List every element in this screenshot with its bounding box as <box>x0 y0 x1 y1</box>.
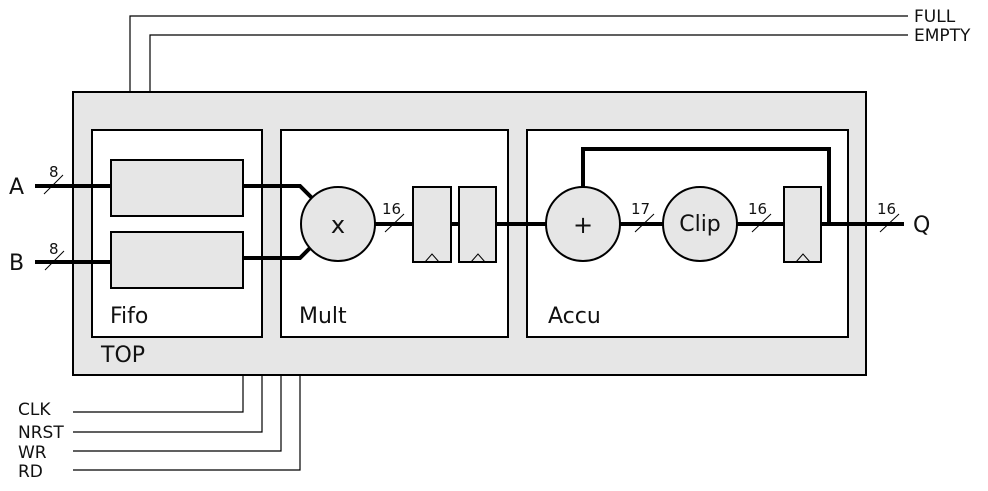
input-b: B 8 <box>9 240 111 276</box>
top-label: TOP <box>100 343 145 368</box>
multiply-symbol: x <box>331 211 345 239</box>
accu-label: Accu <box>548 304 601 329</box>
input-a-label: A <box>9 175 24 200</box>
fifo-buffer-b <box>110 231 244 289</box>
pipeline-register-2 <box>458 186 497 263</box>
bus-width-slash <box>751 213 772 233</box>
empty-label: EMPTY <box>914 26 971 46</box>
full-label: FULL <box>914 7 956 27</box>
input-a: A 8 <box>9 163 111 200</box>
input-b-width: 8 <box>49 240 59 258</box>
clk-wire <box>73 375 244 413</box>
fifo-b-to-mult-bus <box>243 244 314 260</box>
rd-wire <box>73 375 301 471</box>
fifo-a-to-mult-bus <box>243 184 314 200</box>
output-q-width: 16 <box>877 200 896 218</box>
fifo-label: Fifo <box>110 304 148 329</box>
bus-width-slash <box>43 174 64 195</box>
output-register <box>783 186 822 263</box>
rd-label: RD <box>18 462 43 482</box>
input-a-width: 8 <box>49 163 59 181</box>
bus-width-slash <box>879 213 900 233</box>
input-b-label: B <box>9 251 24 276</box>
clip-symbol: Clip <box>679 212 721 237</box>
clock-edge-icon <box>424 253 440 263</box>
clk-label: CLK <box>18 400 51 420</box>
wr-wire <box>73 375 282 452</box>
fifo-buffer-a <box>110 159 244 217</box>
clock-edge-icon <box>470 253 486 263</box>
clock-edge-icon <box>795 253 811 263</box>
clip-out-width: 16 <box>748 200 767 218</box>
bus-width-slash <box>634 213 655 233</box>
mult-out-width: 16 <box>382 200 401 218</box>
wr-label: WR <box>18 443 47 463</box>
add-symbol: + <box>573 211 593 239</box>
bus-width-slash <box>44 250 65 271</box>
pipeline-register-1 <box>412 186 452 263</box>
accumulator-feedback-bus <box>581 147 831 224</box>
add-out-width: 17 <box>631 200 650 218</box>
bus-width-slash <box>384 213 405 233</box>
output-q-label: Q <box>913 213 930 238</box>
mult-label: Mult <box>299 304 347 329</box>
nrst-label: NRST <box>18 423 64 443</box>
control-wires: CLK NRST WR RD <box>18 375 301 482</box>
nrst-wire <box>73 375 263 433</box>
